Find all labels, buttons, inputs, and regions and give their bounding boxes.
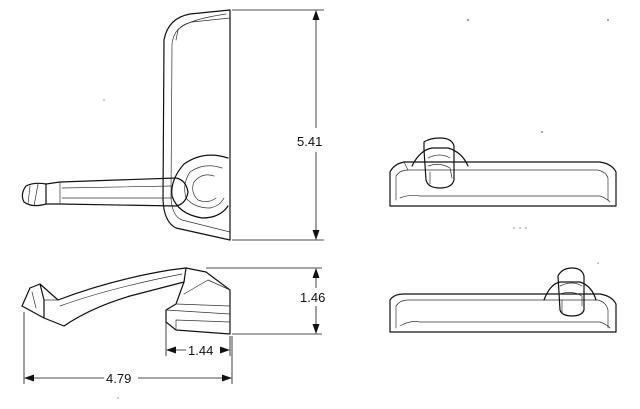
front-escutcheon-rim [175, 13, 227, 41]
front-knob-facet [27, 183, 39, 207]
front-escutcheon-inner [170, 17, 231, 233]
top-base-edge [403, 161, 409, 171]
bottom-knob-facets [559, 282, 583, 313]
speck [597, 262, 599, 264]
speck [607, 19, 609, 21]
height-label: 5.41 [297, 134, 322, 149]
bottom-view [389, 267, 617, 333]
bottom-base-lip [399, 321, 611, 329]
side-handle-tip-facet [31, 291, 59, 309]
bottom-hub [543, 281, 597, 301]
side-base-top [175, 279, 231, 307]
front-knob [21, 182, 47, 207]
base-length-label: 1.44 [188, 343, 213, 358]
front-escutcheon-outer [162, 9, 231, 241]
base-length-arrow-left [166, 346, 176, 354]
speck [541, 131, 543, 133]
speck [103, 99, 105, 101]
speck [519, 227, 521, 229]
height-arrow-bottom [312, 230, 320, 240]
bottom-knob [557, 267, 585, 317]
side-height-arrow-top [312, 268, 320, 278]
side-height-arrow-bottom [312, 324, 320, 334]
speck [513, 227, 515, 229]
top-base-outline [389, 161, 617, 207]
top-view [389, 137, 617, 207]
base-length-arrow-right [220, 346, 230, 354]
dimension-overall-length: 4.79 [23, 312, 233, 386]
top-base-inner [395, 169, 609, 201]
side-handle-ridge [59, 273, 183, 307]
top-knob-facets [427, 154, 453, 185]
side-height-label: 1.46 [300, 290, 325, 305]
top-hub [411, 147, 469, 167]
side-base-block [165, 267, 231, 335]
speck [525, 227, 527, 229]
side-handle-top [29, 267, 187, 301]
side-base-chamfer [165, 309, 231, 331]
side-view [21, 267, 231, 335]
front-hub-cup [192, 174, 217, 202]
overall-arrow-left [24, 374, 34, 382]
top-base-lip [399, 194, 611, 203]
front-handle-arm [45, 177, 189, 207]
overall-length-label: 4.79 [106, 371, 131, 386]
speck [117, 397, 119, 399]
top-knob [423, 137, 455, 189]
side-handle-bottom [21, 281, 185, 327]
side-handle-tip [21, 283, 45, 319]
dimension-base-length: 1.44 [165, 322, 231, 358]
overall-arrow-right [222, 374, 232, 382]
height-arrow-top [312, 10, 320, 20]
speck [467, 19, 469, 21]
dimension-side-height: 1.46 [206, 267, 325, 335]
dimension-height: 5.41 [232, 9, 324, 241]
scan-specks [103, 19, 609, 399]
front-view [21, 9, 231, 241]
front-hub-outer [171, 154, 229, 219]
front-handle-ridge [61, 185, 173, 199]
bottom-base-inner [395, 299, 609, 329]
bottom-base-outline [389, 293, 617, 333]
